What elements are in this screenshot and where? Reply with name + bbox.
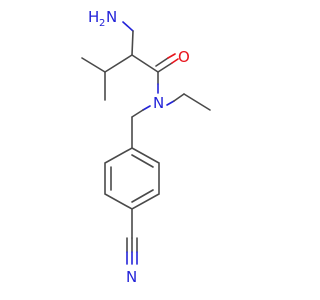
benzene-ring xyxy=(104,147,160,210)
bond-alpha-carbonyl xyxy=(131,54,159,73)
amine-subscript-label: 2 xyxy=(99,18,105,29)
carbonyl-o-label: O xyxy=(178,48,190,66)
amine-h-label: H xyxy=(88,8,99,26)
bond-amide-ethyl-a xyxy=(166,100,175,106)
bond-amide-benzyl-b xyxy=(131,109,144,118)
bond-amide-ethyl-b xyxy=(173,93,185,102)
bond-amide-benzyl-a xyxy=(142,105,151,111)
ring-double-bond-2 xyxy=(131,189,154,203)
bond-carbonyl-1b xyxy=(171,58,179,64)
nitrile-n-label: N xyxy=(126,268,137,286)
bond-alpha-isopropyl xyxy=(104,54,133,73)
bond-ethyl-methyl xyxy=(183,93,211,111)
bond-isopropyl-methyl-1 xyxy=(81,57,106,73)
bond-carbonyl-2b xyxy=(167,53,176,59)
molecule-structure: H 2 N O N N xyxy=(81,8,211,286)
bond-amine-c xyxy=(131,30,134,56)
amine-n-label: N xyxy=(106,8,117,26)
amide-n-label: N xyxy=(153,94,164,112)
bond-layer xyxy=(81,21,211,265)
atom-label-layer: H 2 N O N N xyxy=(88,8,190,286)
bond-carbonyl-2a xyxy=(155,57,169,67)
bond-amine-n xyxy=(122,21,134,32)
bond-carbonyl-1a xyxy=(157,62,173,73)
ring-double-bond-1 xyxy=(131,154,154,168)
